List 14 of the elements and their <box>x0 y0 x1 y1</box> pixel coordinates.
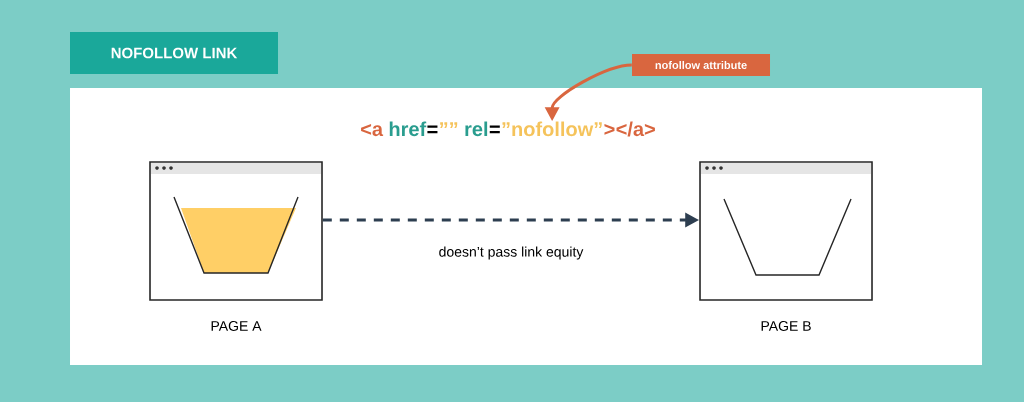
edge-label: doesn’t pass link equity <box>439 246 584 260</box>
title-band: NOFOLLOW LINK <box>70 32 278 74</box>
code-token: = <box>489 125 500 134</box>
code-token: ”nofollow” <box>502 121 602 137</box>
page-label: PAGE A <box>211 321 262 331</box>
page-label: PAGE B <box>761 321 811 331</box>
callout-tag: nofollow attribute <box>632 54 770 76</box>
code-token: > <box>604 124 615 135</box>
code-token: = <box>427 125 438 134</box>
code-token: <a <box>361 124 384 137</box>
code-token: </a> <box>616 121 655 137</box>
code-token: href <box>389 121 427 137</box>
code-token: ”” <box>440 122 458 128</box>
code-token: rel <box>465 121 488 137</box>
